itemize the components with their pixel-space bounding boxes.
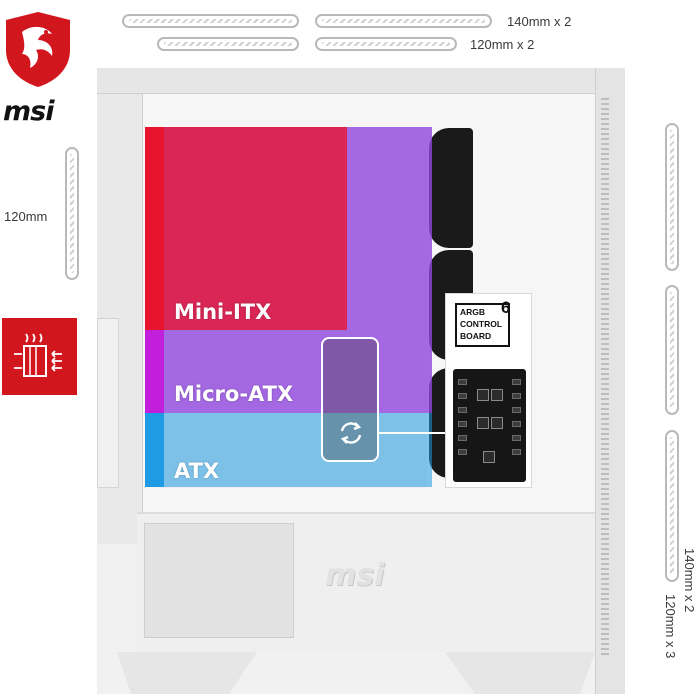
msi-dragon-logo xyxy=(6,12,70,87)
top-fan-slot-140-b xyxy=(315,14,492,28)
top-120mm-label: 120mm x 2 xyxy=(470,37,535,52)
top-fan-slot-140-a xyxy=(122,14,299,28)
rear-fan-slot xyxy=(65,147,79,280)
mini-itx-edge-bar xyxy=(145,127,164,330)
argb-line-2: CONTROL xyxy=(460,319,503,329)
case-top-rail xyxy=(97,68,625,94)
argb-port-count: 6 xyxy=(501,298,511,317)
case-front-bezel xyxy=(595,68,625,694)
top-fan-slot-120-b xyxy=(315,37,457,51)
case-foot-right xyxy=(445,652,595,694)
atx-edge-bar xyxy=(145,413,164,487)
brand-wordmark: msi xyxy=(3,96,54,127)
top-fan-slot-120-a xyxy=(157,37,299,51)
argb-pcb xyxy=(453,369,526,482)
mini-itx-label: Mini-ITX xyxy=(174,300,272,324)
case-foot-left xyxy=(117,652,257,694)
argb-line-3: BOARD xyxy=(460,331,492,341)
bezel-vent xyxy=(601,98,609,658)
front-fan-slot-1 xyxy=(665,123,679,271)
expansion-brackets xyxy=(97,318,119,488)
micro-atx-label: Micro-ATX xyxy=(174,382,294,406)
argb-label-tag: ARGB CONTROL BOARD xyxy=(455,303,510,347)
mini-itx-area xyxy=(145,127,347,330)
front-120mm-label: 120mm x 3 xyxy=(663,594,678,659)
front-fan-shroud xyxy=(429,128,473,248)
airflow-icon xyxy=(14,333,62,377)
psu-cutout xyxy=(144,523,294,638)
rotate-connector-line xyxy=(379,432,445,434)
rear-120mm-label: 120mm xyxy=(4,209,48,224)
atx-label: ATX xyxy=(174,459,220,483)
psu-shroud-logo: msi xyxy=(325,558,385,593)
front-140mm-label: 140mm x 2 xyxy=(682,548,697,613)
rotate-callout-box xyxy=(321,337,379,462)
airflow-badge xyxy=(2,318,77,395)
argb-line-1: ARGB xyxy=(460,307,486,317)
front-fan-slot-3 xyxy=(665,430,679,582)
front-fan-slot-2 xyxy=(665,285,679,415)
micro-atx-edge-bar xyxy=(145,330,164,413)
argb-control-board: ARGB CONTROL BOARD 6 xyxy=(445,293,532,488)
rotate-icon xyxy=(340,422,362,444)
top-140mm-label: 140mm x 2 xyxy=(507,14,572,29)
